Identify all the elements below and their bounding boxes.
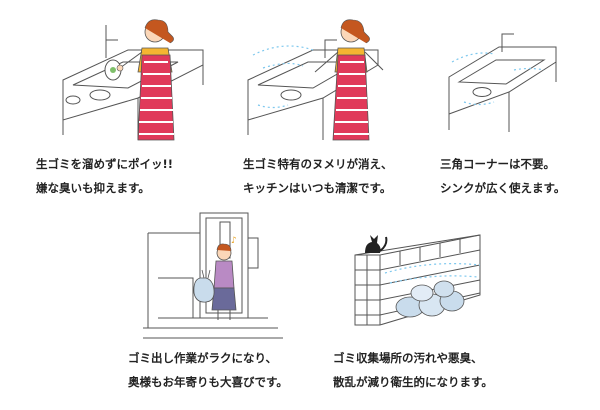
panel-3-caption: 三角コーナーは不要。 シンクが広く使えます。 (440, 152, 565, 200)
panel-5-line-2: 散乱が減り衛生的になります。 (333, 375, 493, 389)
panel-4-line-1: ゴミ出し作業がラクになり、 (128, 351, 278, 365)
panel-5-caption: ゴミ収集場所の汚れや悪臭、 散乱が減り衛生的になります。 (333, 346, 493, 394)
panel-2-line-2: キッチンはいつも清潔です。 (243, 181, 392, 195)
panel-1-line-1: 生ゴミを溜めずにポイッ!! (36, 157, 173, 171)
garbage-station-cat-illustration (354, 234, 481, 326)
panel-4-line-2: 奥様もお年寄りも大喜びです。 (128, 375, 288, 389)
door-woman-garbage-illustration: ♪ (143, 212, 283, 339)
panel-3-line-2: シンクが広く使えます。 (440, 181, 566, 195)
panel-1-caption: 生ゴミを溜めずにポイッ!! 嫌な臭いも抑えます。 (36, 152, 173, 200)
panel-4-caption: ゴミ出し作業がラクになり、 奥様もお年寄りも大喜びです。 (128, 346, 288, 394)
panel-5-line-1: ゴミ収集場所の汚れや悪臭、 (333, 351, 483, 365)
svg-text:♪: ♪ (231, 236, 237, 246)
kitchen-sink-clean-illustration (247, 19, 384, 141)
panel-2-line-1: 生ゴミ特有のヌメリが消え、 (243, 157, 393, 171)
kitchen-sink-woman-illustration (62, 19, 204, 141)
empty-sink-corner-illustration (448, 33, 557, 132)
panel-1-line-2: 嫌な臭いも抑えます。 (36, 181, 150, 195)
panel-2-caption: 生ゴミ特有のヌメリが消え、 キッチンはいつも清潔です。 (243, 152, 393, 200)
panel-3-line-1: 三角コーナーは不要。 (440, 157, 555, 171)
